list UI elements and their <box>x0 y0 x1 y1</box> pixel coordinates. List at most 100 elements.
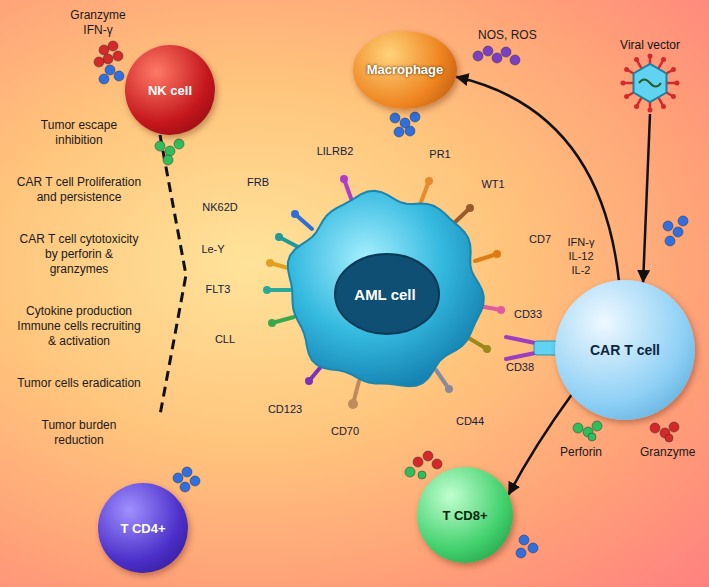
receptor-symbol <box>275 233 283 241</box>
cd8-t-cell: T CD8+ <box>417 467 513 563</box>
outcome-text: CAR T cell cytotoxicity by perforin & gr… <box>16 232 142 277</box>
antigen-label: FRB <box>247 176 269 190</box>
granules <box>678 216 688 226</box>
virus-spike <box>671 67 676 72</box>
virus-icon <box>619 52 681 114</box>
granules <box>423 451 433 461</box>
granules <box>174 139 184 149</box>
receptor-symbol <box>497 306 505 314</box>
granules <box>673 227 683 237</box>
connector-arrow <box>456 77 619 280</box>
granules <box>501 47 511 57</box>
granules <box>418 471 426 479</box>
granules <box>114 71 124 81</box>
granules <box>190 476 200 486</box>
antigen-label: Le-Y <box>201 243 224 257</box>
antigen-label: WT1 <box>481 178 504 192</box>
granules <box>665 434 673 442</box>
outcome-text: Cytokine production Immune cells recruit… <box>16 304 142 349</box>
cd4-t-cell: T CD4+ <box>98 483 188 573</box>
granules <box>173 473 183 483</box>
virus-spike <box>648 54 653 59</box>
granules <box>99 74 109 84</box>
virus-spike <box>624 94 629 99</box>
outcome-text: CAR T cell Proliferation and persistence <box>16 175 142 205</box>
granules <box>99 45 109 55</box>
antigen-label: FLT3 <box>206 283 231 297</box>
virus-spike <box>661 57 666 62</box>
antigen-label: CD70 <box>331 425 359 439</box>
connector-arrow <box>643 114 650 282</box>
annotation: NOS, ROS <box>478 28 537 43</box>
receptor-symbol <box>268 319 276 327</box>
node-text-box: T CD8+ <box>442 508 487 523</box>
car-receptor <box>506 337 558 359</box>
granules <box>492 53 502 63</box>
receptor-symbol <box>493 250 501 258</box>
receptor-symbol <box>445 385 453 393</box>
granules <box>108 41 118 51</box>
virus-spike <box>634 104 639 109</box>
antigen-label: CD33 <box>514 308 542 322</box>
granules <box>163 155 173 165</box>
granules <box>588 433 596 441</box>
receptor-symbol <box>266 259 274 267</box>
dashed-bracket <box>160 135 186 415</box>
node-text-box: NK cell <box>148 83 192 98</box>
node-text-box: CAR T cell <box>590 342 660 358</box>
antigen-label: CD123 <box>268 403 302 417</box>
receptor-symbol <box>348 399 358 409</box>
granules <box>155 141 165 151</box>
receptor-symbol <box>425 177 433 185</box>
outcome-text: Tumor escape inhibition <box>16 118 142 148</box>
granules <box>528 543 538 553</box>
granules <box>663 221 673 231</box>
virus-spike <box>675 81 680 86</box>
outcome-text: Tumor burden reduction <box>16 418 142 448</box>
virus-spike <box>634 57 639 62</box>
virus-spike <box>624 67 629 72</box>
node-label: Macrophage <box>367 62 444 77</box>
node-label: Viral vector <box>620 38 680 52</box>
granules <box>573 423 583 433</box>
macrophage-cell: Macrophage <box>353 31 457 110</box>
receptor-symbol <box>305 377 313 385</box>
granules <box>394 127 404 137</box>
node-label: CAR T cell <box>590 342 660 358</box>
node-text-box: T CD4+ <box>120 521 165 536</box>
antigen-label: CD38 <box>506 361 534 375</box>
receptor-symbol <box>263 286 271 294</box>
antigen-label: CD7 <box>529 233 551 247</box>
granules <box>483 46 493 56</box>
granules <box>669 422 679 432</box>
granules <box>650 423 660 433</box>
virus-capsid <box>634 64 667 102</box>
granules <box>103 54 113 64</box>
receptor-symbol <box>466 204 474 212</box>
antigen-label: LILRB2 <box>317 145 354 159</box>
annotation: Perforin <box>560 445 602 460</box>
granules <box>405 467 415 477</box>
receptor-symbol <box>340 175 348 183</box>
virus-spike <box>661 104 666 109</box>
node-label: T CD8+ <box>442 508 487 523</box>
annotation: Granzyme <box>640 445 695 460</box>
nk-cell: NK cell <box>125 45 215 135</box>
connector-arrow <box>509 395 572 495</box>
node-label: AML cell <box>354 286 415 303</box>
granules <box>516 548 526 558</box>
virus-spike <box>621 81 626 86</box>
antigen-label: NK62D <box>202 201 237 215</box>
granules <box>105 65 115 75</box>
node-label: T CD4+ <box>120 521 165 536</box>
receptor-symbol <box>291 210 299 218</box>
node-text-box: Viral vector <box>620 38 680 52</box>
receptor-symbol <box>263 175 505 409</box>
aml-cell: AML cell <box>255 160 515 420</box>
car-t-cell: CAR T cell <box>555 280 695 420</box>
granules <box>519 535 529 545</box>
virus-spike <box>671 94 676 99</box>
